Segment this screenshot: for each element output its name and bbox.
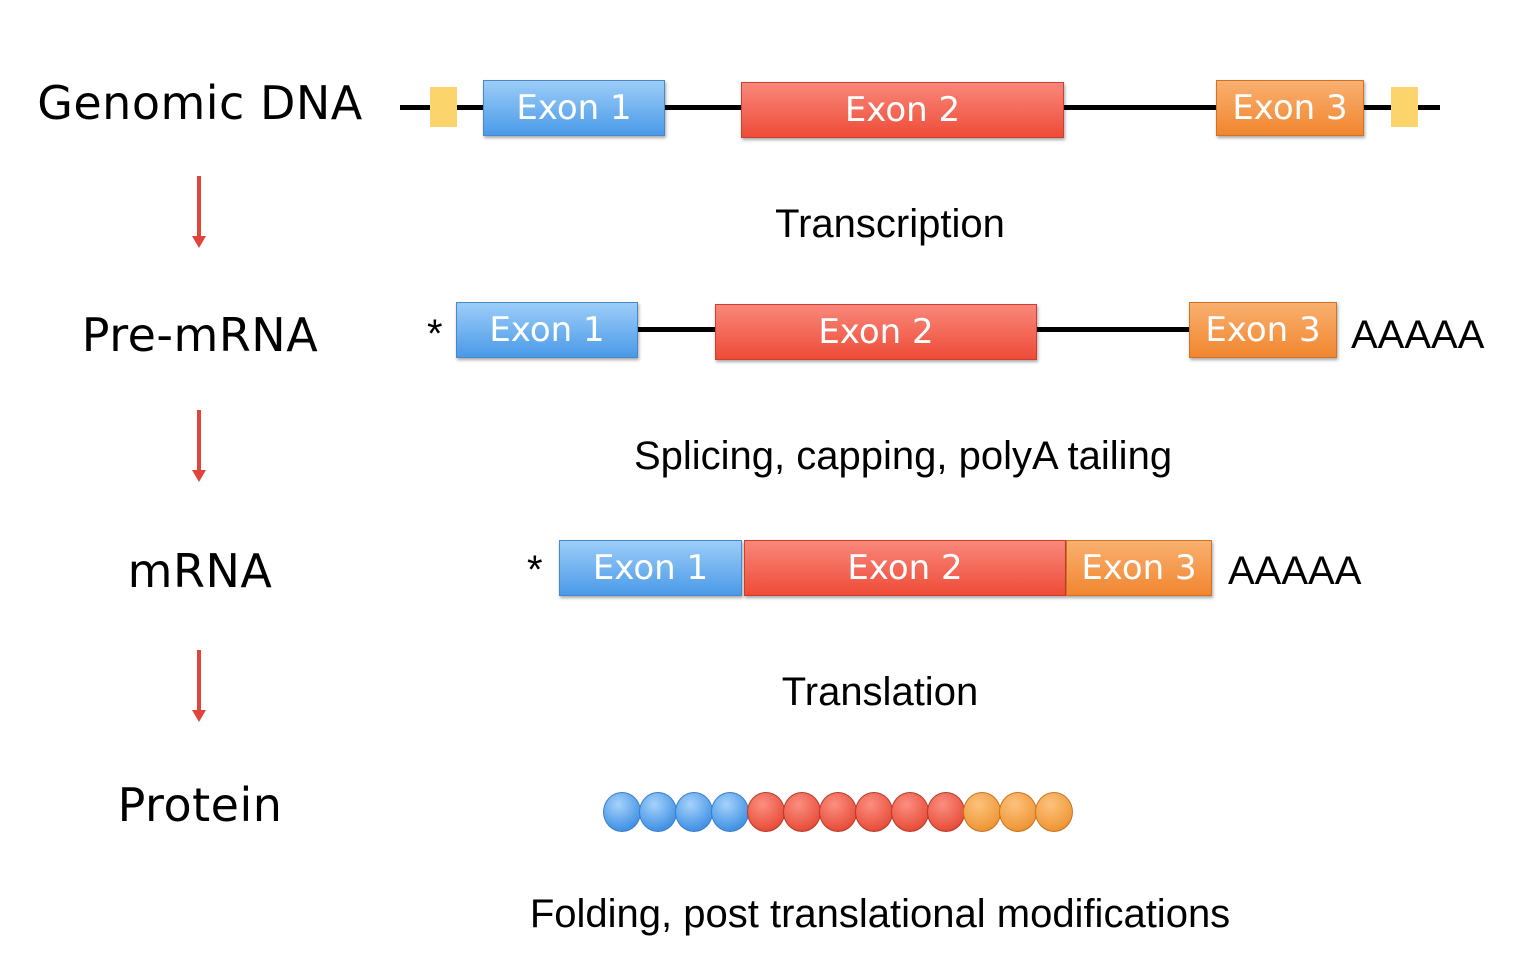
mrna-exon-1: Exon 1	[559, 540, 742, 596]
polya-tail: AAAAA	[1228, 549, 1362, 593]
pre-mrna-exon-3: Exon 3	[1189, 302, 1337, 358]
polya-tail: AAAAA	[1351, 313, 1485, 357]
mrna-exon-3: Exon 3	[1066, 540, 1212, 596]
stage-label-genomic-dna: Genomic DNA	[37, 76, 363, 130]
amino-acid-bead-blue	[711, 792, 749, 832]
genomic-exon-2: Exon 2	[741, 82, 1064, 138]
step-label-processing: Splicing, capping, polyA tailing	[633, 434, 1173, 478]
amino-acid-bead-red	[927, 792, 965, 832]
cap-symbol: *	[527, 548, 543, 592]
down-arrow-icon	[192, 176, 206, 248]
amino-acid-bead-blue	[675, 792, 713, 832]
amino-acid-bead-orange	[1035, 792, 1073, 832]
stage-label-pre-mrna: Pre-mRNA	[81, 308, 319, 362]
genomic-exon-1: Exon 1	[483, 80, 665, 136]
genomic-exon-3: Exon 3	[1216, 80, 1364, 136]
amino-acid-bead-red	[747, 792, 785, 832]
step-label-transcription: Transcription	[775, 202, 1005, 246]
utr-5-box	[430, 87, 457, 127]
pre-mrna-exon-2: Exon 2	[715, 304, 1037, 360]
cap-symbol: *	[427, 312, 443, 356]
amino-acid-bead-orange	[963, 792, 1001, 832]
down-arrow-icon	[192, 410, 206, 482]
amino-acid-bead-red	[855, 792, 893, 832]
mrna-exon-2: Exon 2	[744, 540, 1066, 596]
step-label-folding: Folding, post translational modification…	[529, 892, 1231, 936]
stage-label-protein: Protein	[117, 778, 283, 832]
amino-acid-bead-orange	[999, 792, 1037, 832]
step-label-translation: Translation	[781, 670, 979, 714]
amino-acid-bead-blue	[639, 792, 677, 832]
stage-label-mrna: mRNA	[127, 544, 273, 598]
utr-3-box	[1391, 87, 1418, 127]
amino-acid-bead-red	[891, 792, 929, 832]
amino-acid-bead-red	[819, 792, 857, 832]
amino-acid-bead-red	[783, 792, 821, 832]
down-arrow-icon	[192, 650, 206, 722]
amino-acid-bead-blue	[603, 792, 641, 832]
pre-mrna-exon-1: Exon 1	[456, 302, 638, 358]
